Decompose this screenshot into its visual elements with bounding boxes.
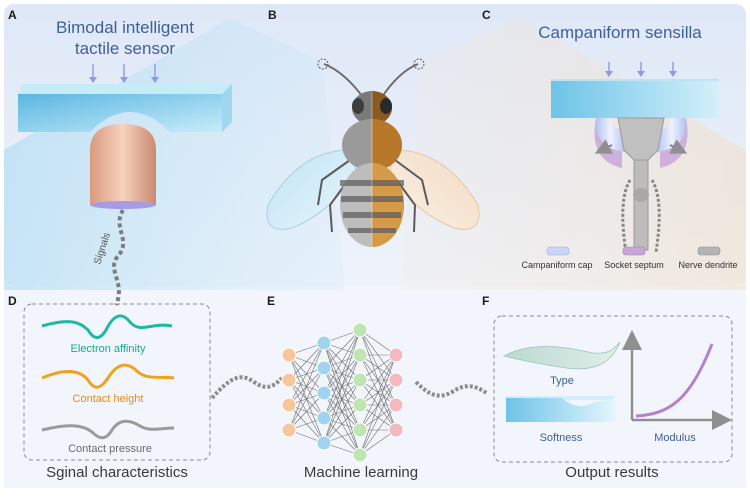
network-edge <box>323 329 361 419</box>
network-node-layer-3 <box>352 322 368 338</box>
legend-label-cap: Campaniform cap <box>521 260 592 270</box>
panel-a-title-line1: Bimodal intelligent <box>56 18 194 37</box>
softness-shape <box>506 396 616 422</box>
network-node-layer-1 <box>281 372 297 388</box>
network-node-layer-3 <box>352 372 368 388</box>
network-edge <box>359 354 397 431</box>
signal-curve-pressure <box>41 419 175 440</box>
network-edge <box>323 329 361 394</box>
network-node-layer-4 <box>388 347 404 363</box>
network-node-layer-3 <box>352 397 368 413</box>
network-edge <box>323 379 361 444</box>
network-edge <box>359 354 397 456</box>
legend-swatch-cap <box>546 246 570 256</box>
network-edge <box>359 404 397 456</box>
network-edge <box>359 379 397 456</box>
network-edge <box>288 342 325 381</box>
sensor-slab <box>18 84 232 132</box>
signal-curve-electron <box>41 314 173 339</box>
beam-left <box>4 18 345 290</box>
network-node-layer-1 <box>281 397 297 413</box>
panel-b-letter: B <box>268 8 277 22</box>
network-edge <box>359 354 397 406</box>
network-node-layer-1 <box>281 422 297 438</box>
sensilla-structure <box>594 117 688 253</box>
legend-label-septum: Socket septum <box>604 260 664 270</box>
network-edge <box>288 342 325 431</box>
modulus-graph <box>622 330 732 430</box>
network-edge <box>323 404 361 444</box>
signal-label-electron: Electron affinity <box>70 343 146 355</box>
network-node-layer-3 <box>352 422 368 438</box>
type-label: Type <box>550 375 574 387</box>
pressure-arrows-a <box>89 64 159 83</box>
panel-f-letter: F <box>482 294 489 308</box>
network-edge <box>323 329 361 369</box>
legend-c: Campaniform cap Socket septum Nerve dend… <box>521 246 738 270</box>
connector-e-f <box>414 380 490 398</box>
finger <box>90 124 156 209</box>
panel-e-caption: Machine learning <box>304 464 418 481</box>
softness-label: Softness <box>540 432 583 444</box>
connector-d-e <box>210 375 284 400</box>
bee <box>266 58 480 247</box>
panel-f-caption: Output results <box>565 464 658 481</box>
signal-label-height: Contact height <box>73 393 144 405</box>
panel-d-caption: Sginal characteristics <box>46 464 188 481</box>
network-node-layer-2 <box>316 410 332 426</box>
network-node-layer-3 <box>352 447 368 463</box>
network-node-layer-4 <box>388 397 404 413</box>
network-node-layer-2 <box>316 435 332 451</box>
network-node-layer-4 <box>388 422 404 438</box>
panel-e-letter: E <box>267 294 275 308</box>
panel-d-box <box>23 303 211 461</box>
panel-d-letter: D <box>8 294 17 308</box>
signal-label-pressure: Contact pressure <box>68 443 152 455</box>
network-node-layer-4 <box>388 372 404 388</box>
sensilla-cuticle <box>551 79 719 118</box>
panel-a-title-line2: tactile sensor <box>75 39 175 58</box>
network-edge <box>288 342 325 406</box>
network-node-layer-3 <box>352 347 368 363</box>
network-edge <box>288 367 325 431</box>
signal-cable <box>112 208 126 306</box>
signal-curve-height <box>41 363 175 389</box>
pressure-arrows-c <box>605 62 677 77</box>
legend-label-dendrite: Nerve dendrite <box>678 260 737 270</box>
beam-right <box>400 18 746 290</box>
network-node-layer-2 <box>316 385 332 401</box>
panel-c-title: Campaniform sensilla <box>538 23 702 42</box>
legend-swatch-septum <box>622 246 646 256</box>
network-edge <box>323 354 361 444</box>
modulus-label: Modulus <box>654 432 696 444</box>
network-node-layer-2 <box>316 335 332 351</box>
network-node-layer-2 <box>316 360 332 376</box>
legend-swatch-dendrite <box>697 246 721 256</box>
network-edge <box>288 392 325 431</box>
panel-c-letter: C <box>482 8 491 22</box>
panel-a-letter: A <box>8 8 17 22</box>
type-shape <box>502 341 621 370</box>
network-node-layer-1 <box>281 347 297 363</box>
network-nodes <box>281 322 404 463</box>
network-edge <box>323 329 361 444</box>
